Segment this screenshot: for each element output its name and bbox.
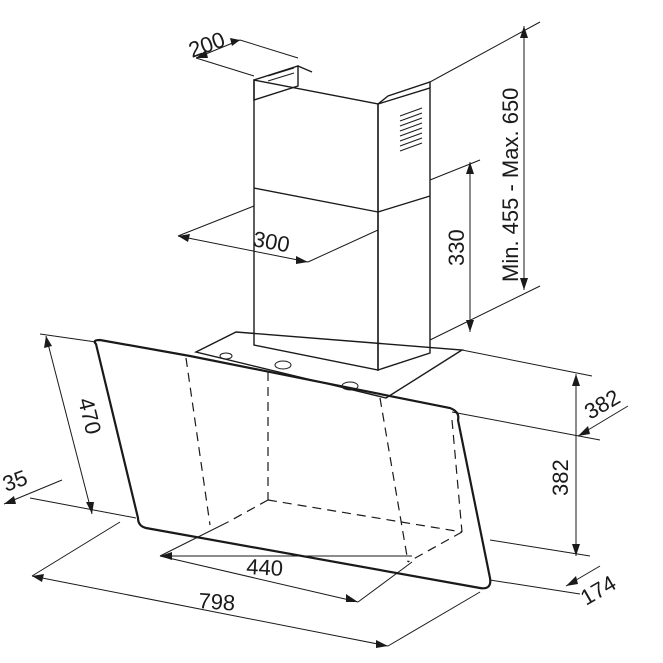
hood-body bbox=[93, 331, 492, 590]
glass-panel bbox=[93, 338, 492, 590]
dim-label-chimney-height: Min. 455 - Max. 650 bbox=[498, 88, 523, 282]
plate-hole bbox=[219, 352, 233, 360]
chimney-cap-edge bbox=[297, 65, 313, 73]
dim-label-200: 200 bbox=[185, 27, 228, 63]
chimney bbox=[253, 65, 431, 371]
chimney-section-line-side bbox=[377, 195, 431, 213]
chimney-front-face bbox=[253, 79, 379, 371]
dim-470-line bbox=[45, 335, 93, 515]
hidden-edge bbox=[267, 499, 463, 533]
dim-label-440: 440 bbox=[246, 554, 284, 581]
dim-label-330: 330 bbox=[444, 229, 469, 266]
chimney-top-cap bbox=[253, 65, 299, 101]
hidden-edge bbox=[451, 419, 463, 533]
plate-hole bbox=[274, 360, 292, 370]
chimney-section-line bbox=[253, 187, 379, 213]
dim-label-300: 300 bbox=[251, 226, 292, 257]
dim-label-382-height: 382 bbox=[548, 459, 573, 496]
hidden-edge bbox=[407, 531, 463, 563]
dimension-lines bbox=[3, 21, 629, 648]
chimney-side-face bbox=[377, 87, 431, 371]
dim-label-382-depth: 382 bbox=[580, 384, 624, 424]
hidden-edge bbox=[379, 397, 409, 563]
hidden-edge bbox=[227, 499, 269, 523]
dim-300-line bbox=[177, 235, 309, 263]
hidden-edge bbox=[185, 357, 211, 526]
dim-label-798: 798 bbox=[198, 588, 236, 616]
dim-798-line bbox=[31, 575, 389, 647]
chimney-vent-grille bbox=[267, 67, 423, 152]
dim-label-35: 35 bbox=[0, 465, 31, 497]
dim-label-470: 470 bbox=[73, 395, 106, 437]
chimney-top-ledge bbox=[377, 81, 431, 105]
